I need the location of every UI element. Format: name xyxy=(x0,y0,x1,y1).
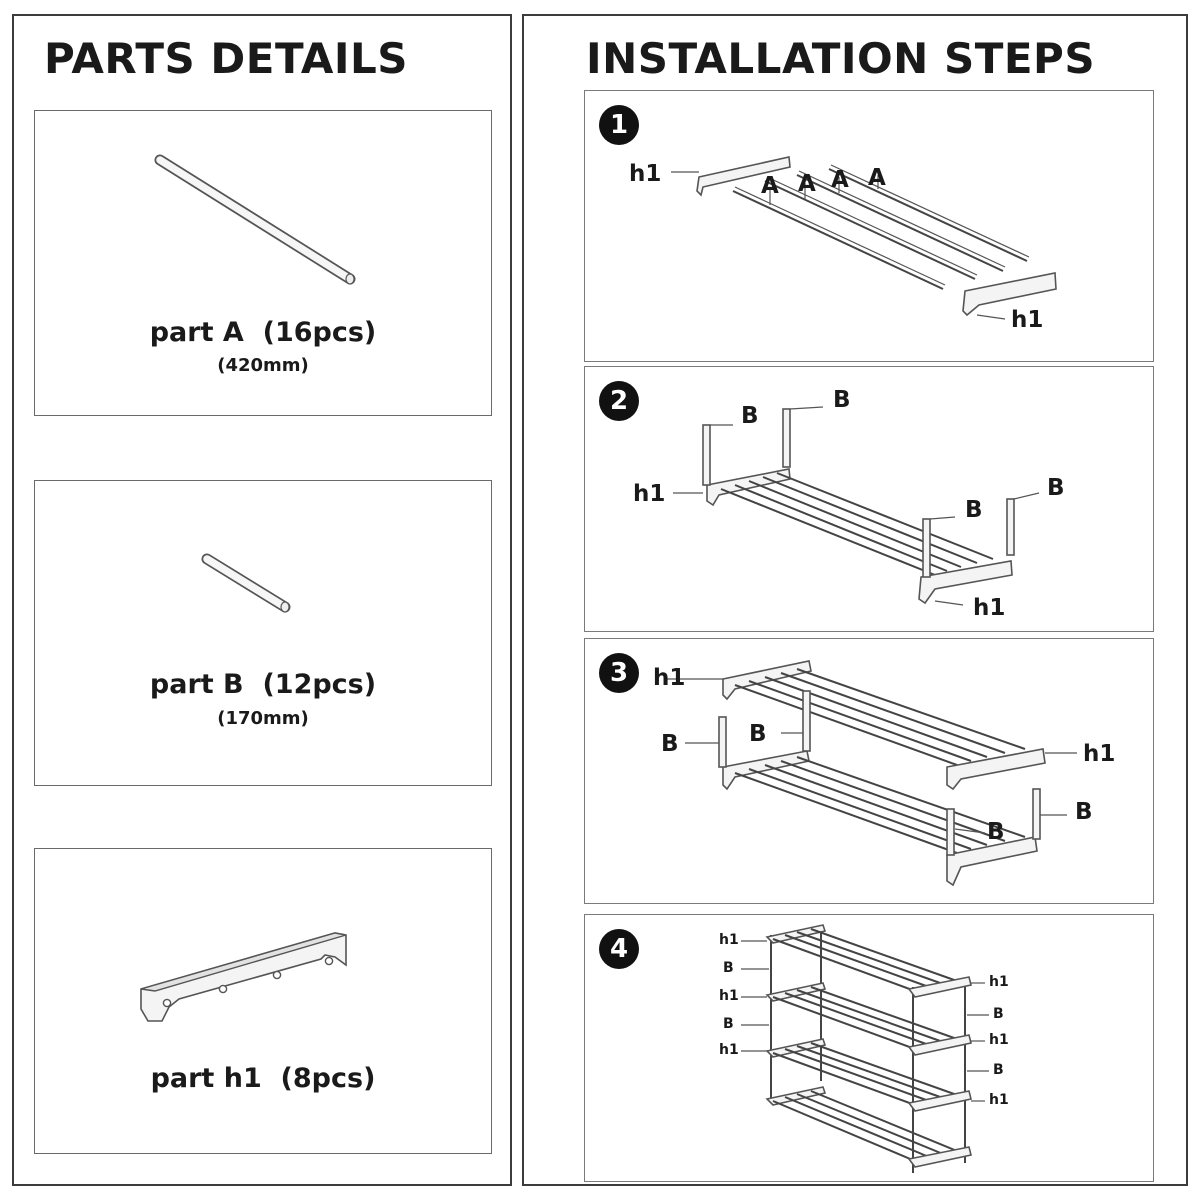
step-3-panel: 3 h1 B B xyxy=(584,638,1154,904)
step-4-label-b-r2: B xyxy=(993,1062,1004,1078)
part-h1-card: part h1 (8pcs) xyxy=(34,848,492,1154)
step-4-label-h1-l1: h1 xyxy=(719,932,739,948)
step-4-label-h1-r2: h1 xyxy=(989,1032,1009,1048)
step-4-badge: 4 xyxy=(599,929,639,969)
installation-steps-title: INSTALLATION STEPS xyxy=(586,34,1096,83)
step-4-panel: 4 xyxy=(584,914,1154,1182)
part-a-label: part A (16pcs) xyxy=(149,317,377,348)
step-1-label-a-3: A xyxy=(831,167,849,193)
step-3-label-b-front: B xyxy=(987,819,1005,845)
step-2-label-b-3: B xyxy=(965,497,983,523)
part-h1-label: part h1 (8pcs) xyxy=(150,1063,376,1094)
step-3-label-b-mid: B xyxy=(749,721,767,747)
step-4-label-h1-l2: h1 xyxy=(719,988,739,1004)
step-2-badge: 2 xyxy=(599,381,639,421)
step-3-badge: 3 xyxy=(599,653,639,693)
step-3-label-h1-top: h1 xyxy=(653,665,686,691)
step-2-label-h1-left: h1 xyxy=(633,481,666,507)
part-a-size: (420mm) xyxy=(217,355,309,376)
step-3-illustration xyxy=(667,660,1077,887)
step-4-label-b-l2: B xyxy=(723,1016,734,1032)
part-b-card: part B (12pcs) (170mm) xyxy=(34,480,492,786)
step-2-label-h1-bottom: h1 xyxy=(973,595,1006,621)
installation-steps-panel: INSTALLATION STEPS 1 h1 A A A A h1 xyxy=(522,14,1188,1186)
step-1-label-a-2: A xyxy=(798,171,816,197)
step-1-badge: 1 xyxy=(599,105,639,145)
step-4-label-h1-r1: h1 xyxy=(989,974,1009,990)
step-2-panel: 2 B B h1 B B h1 xyxy=(584,366,1154,632)
part-a-card: part A (16pcs) (420mm) xyxy=(34,110,492,416)
part-a-rod-illustration xyxy=(154,154,356,285)
step-1-panel: 1 h1 A A A A h1 xyxy=(584,90,1154,362)
step-2-label-b-4: B xyxy=(1047,475,1065,501)
step-3-label-b-right: B xyxy=(1075,799,1093,825)
part-b-label: part B (12pcs) xyxy=(149,669,377,700)
step-1-label-a-1: A xyxy=(761,173,779,199)
step-2-label-b-1: B xyxy=(741,403,759,429)
step-4-label-h1-l3: h1 xyxy=(719,1042,739,1058)
step-1-label-h1-top: h1 xyxy=(629,161,662,187)
step-1-label-a-4: A xyxy=(868,165,886,191)
step-3-label-b-left: B xyxy=(661,731,679,757)
step-2-illustration xyxy=(673,406,1040,606)
step-2-label-b-2: B xyxy=(833,387,851,413)
step-1-illustration xyxy=(671,156,1057,320)
parts-details-panel: PARTS DETAILS part A (16pcs) (420mm) par… xyxy=(12,14,512,1186)
step-4-illustration xyxy=(741,924,989,1173)
step-4-label-b-r1: B xyxy=(993,1006,1004,1022)
part-b-size: (170mm) xyxy=(217,708,309,729)
parts-details-title: PARTS DETAILS xyxy=(44,34,408,83)
step-4-label-b-l1: B xyxy=(723,960,734,976)
step-1-label-h1-bottom: h1 xyxy=(1011,307,1044,333)
part-b-rod-illustration xyxy=(201,553,291,613)
step-4-label-h1-r3: h1 xyxy=(989,1092,1009,1108)
step-3-label-h1-right: h1 xyxy=(1083,741,1116,767)
part-h1-bracket-illustration xyxy=(140,932,347,1022)
